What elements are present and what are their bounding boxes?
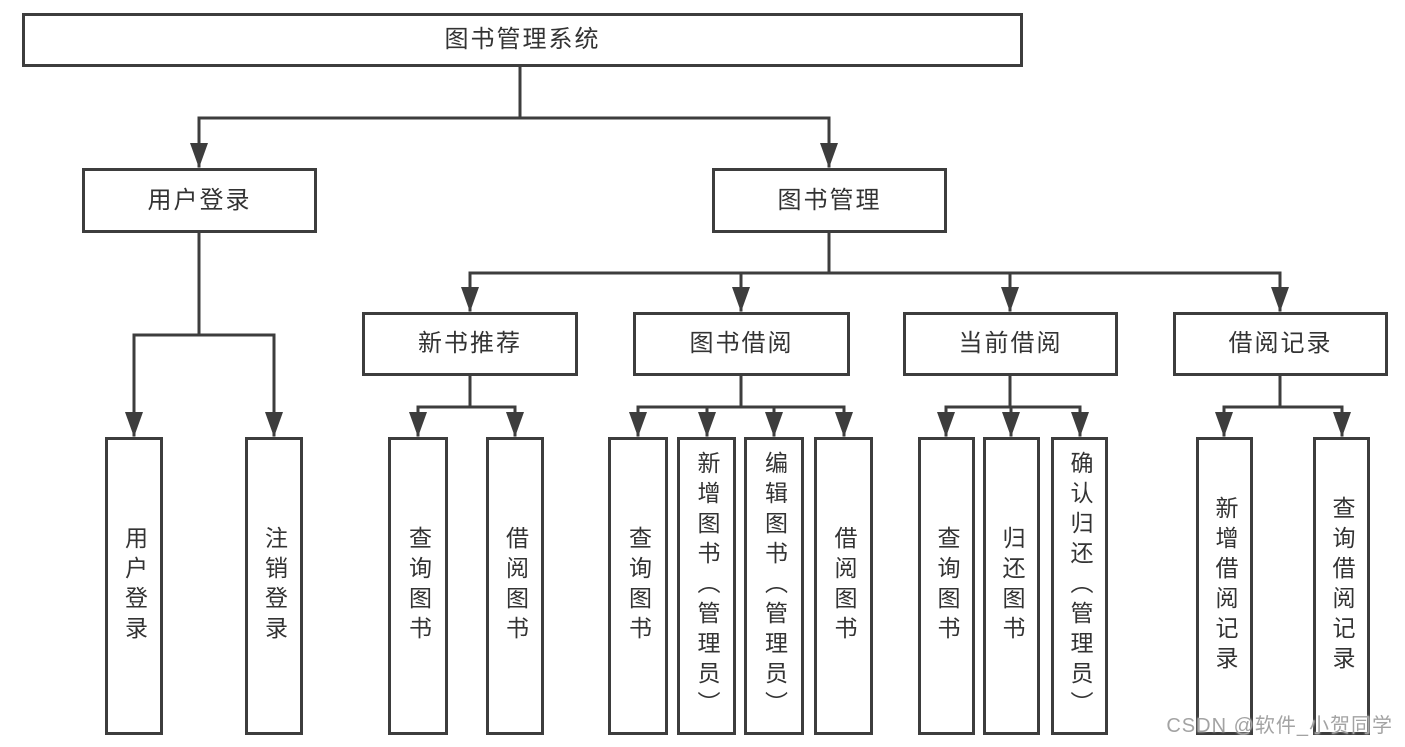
- edge-book-borrow-to-leaves: [627, 374, 855, 439]
- leaf-query-book: 查询图书: [608, 437, 668, 735]
- edge-root-to-level2: [188, 65, 840, 170]
- leaf-edit-book-admin: 编辑图书（管理员）: [744, 437, 804, 735]
- leaf-add-book-admin: 新增图书（管理员）: [677, 437, 736, 735]
- leaf-borrow-book: 借阅图书: [814, 437, 873, 735]
- node-user-login: 用户登录: [82, 168, 317, 233]
- leaf-return-book: 归还图书: [983, 437, 1040, 735]
- leaf-user-login: 用户登录: [105, 437, 163, 735]
- edge-new-rec-to-leaves: [407, 374, 526, 439]
- leaf-confirm-return-admin: 确认归还（管理员）: [1051, 437, 1108, 735]
- edge-records-to-leaves: [1213, 374, 1353, 439]
- leaf-borrow-book-recommend: 借阅图书: [486, 437, 544, 735]
- leaf-add-borrow-record: 新增借阅记录: [1196, 437, 1253, 735]
- leaf-query-borrow-record: 查询借阅记录: [1313, 437, 1370, 735]
- edge-current-to-leaves: [935, 374, 1091, 439]
- leaf-logout: 注销登录: [245, 437, 303, 735]
- edge-user-login-to-leaves: [123, 231, 285, 439]
- node-library-system: 图书管理系统: [22, 13, 1023, 67]
- edge-book-mgmt-to-level3: [459, 231, 1291, 314]
- node-book-management: 图书管理: [712, 168, 947, 233]
- watermark-text: CSDN @软件_小贺同学: [1166, 715, 1393, 737]
- leaf-query-book-current: 查询图书: [918, 437, 975, 735]
- leaf-query-book-recommend: 查询图书: [388, 437, 448, 735]
- node-borrow-records: 借阅记录: [1173, 312, 1388, 376]
- node-book-borrow: 图书借阅: [633, 312, 850, 376]
- node-new-book-recommend: 新书推荐: [362, 312, 578, 376]
- node-current-borrow: 当前借阅: [903, 312, 1118, 376]
